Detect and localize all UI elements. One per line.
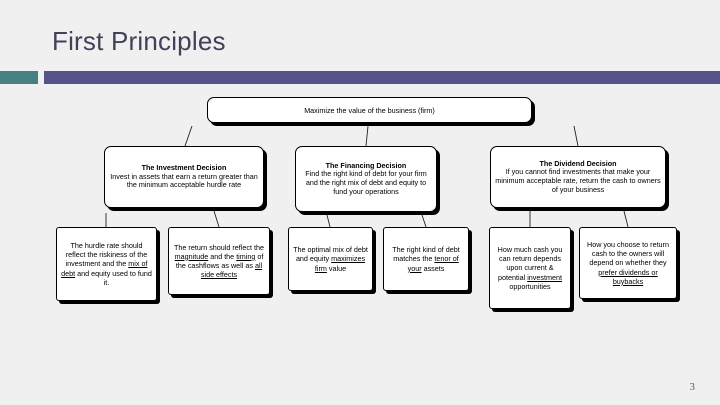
decision-box-investment[interactable]: The Investment Decision Invest in assets… (104, 146, 264, 208)
decision-box-dividend-body: If you cannot find investments that make… (495, 167, 661, 194)
detail-box-return-measure[interactable]: The return should reflect the magnitude … (168, 227, 270, 295)
decision-box-investment-title: The Investment Decision (141, 163, 227, 173)
detail-box-optimal-mix[interactable]: The optimal mix of debt and equity maxim… (288, 227, 373, 291)
decision-box-investment-body: Invest in assets that earn a return grea… (110, 171, 258, 190)
detail-box-how-much-cash-text: How much cash you can return depends upo… (497, 244, 563, 291)
first-principles-flowchart: Maximize the value of the business (firm… (0, 84, 720, 344)
goal-box-text: Maximize the value of the business (firm… (304, 105, 435, 115)
title-accent-block (0, 71, 38, 84)
decision-box-financing-title: The Financing Decision (325, 160, 407, 170)
page-number: 3 (689, 381, 696, 393)
page-title: First Principles (52, 26, 226, 56)
detail-box-how-much-cash[interactable]: How much cash you can return depends upo… (489, 227, 571, 309)
connector-lines (105, 125, 629, 228)
goal-box-maximize-value[interactable]: Maximize the value of the business (firm… (207, 97, 532, 123)
detail-box-hurdle-rate-text: The hurdle rate should reflect the riski… (61, 240, 152, 287)
detail-box-hurdle-rate[interactable]: The hurdle rate should reflect the riski… (56, 227, 157, 301)
decision-box-financing-body: Find the right kind of debt for your fir… (305, 169, 427, 196)
detail-box-optimal-mix-text: The optimal mix of debt and equity maxim… (293, 245, 368, 273)
decision-box-dividend-title: The Dividend Decision (539, 158, 617, 168)
detail-box-right-kind-of-debt[interactable]: The right kind of debt matches the tenor… (383, 227, 469, 291)
title-underline-bar (44, 71, 720, 84)
detail-box-right-kind-of-debt-text: The right kind of debt matches the tenor… (392, 245, 460, 273)
detail-box-return-measure-text: The return should reflect the magnitude … (174, 242, 264, 280)
detail-box-how-to-return-cash[interactable]: How you choose to return cash to the own… (579, 227, 677, 299)
decision-box-financing[interactable]: The Financing Decision Find the right ki… (295, 146, 437, 212)
decision-box-dividend[interactable]: The Dividend Decision If you cannot find… (490, 146, 666, 208)
detail-box-how-to-return-cash-text: How you choose to return cash to the own… (587, 239, 669, 286)
